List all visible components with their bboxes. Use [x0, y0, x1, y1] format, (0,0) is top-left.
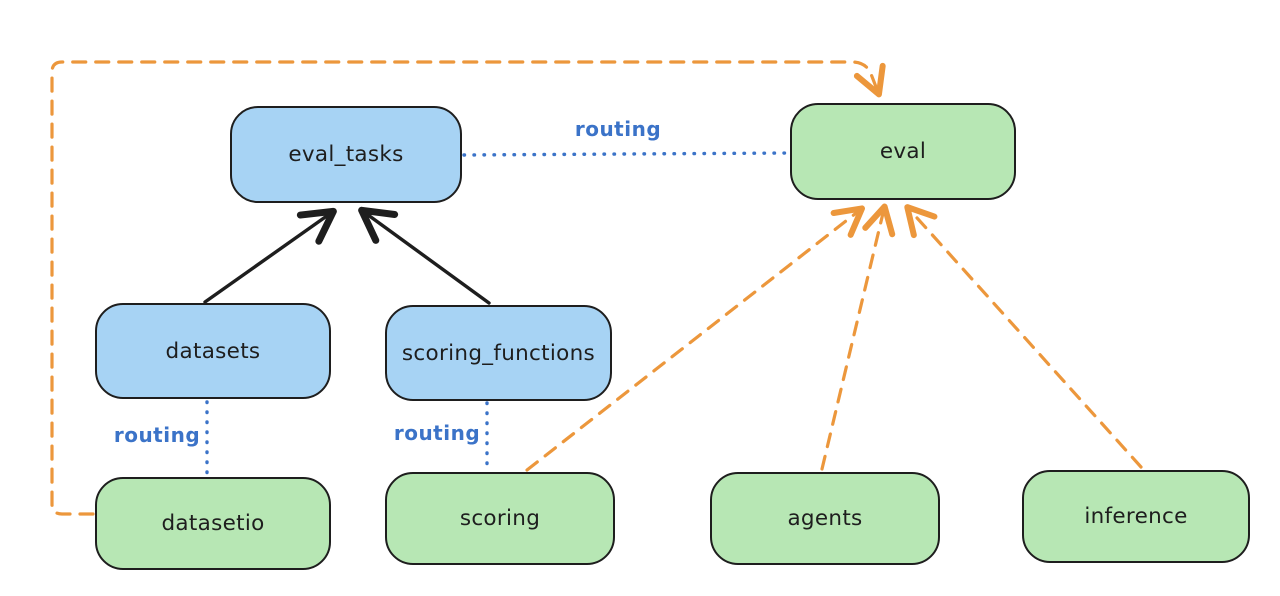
node-scoring-functions: scoring_functions — [385, 305, 612, 401]
node-datasets: datasets — [95, 303, 331, 399]
node-scoring-label: scoring — [459, 506, 541, 531]
node-datasets-label: datasets — [165, 338, 261, 364]
edge-scoring-functions-to-eval-tasks — [358, 206, 491, 305]
node-eval: eval — [790, 103, 1016, 200]
node-scoring: scoring — [385, 472, 615, 565]
node-scoring-functions-label: scoring_functions — [401, 340, 596, 366]
node-datasetio-label: datasetio — [161, 511, 265, 536]
edge-label-routing-eval-tasks-eval: routing — [574, 117, 662, 141]
node-agents: agents — [710, 472, 940, 565]
node-eval-tasks-label: eval_tasks — [288, 142, 404, 167]
node-inference-label: inference — [1084, 504, 1188, 529]
edge-label-routing-datasets-datasetio: routing — [113, 423, 201, 447]
node-agents-label: agents — [787, 506, 863, 531]
edge-eval-tasks-routing-eval — [462, 151, 789, 157]
edge-scoring-to-eval — [525, 205, 865, 472]
edge-inference-to-eval — [904, 204, 1143, 469]
edge-datasetio-to-eval-loop — [50, 60, 886, 516]
node-inference: inference — [1022, 470, 1250, 563]
node-datasetio: datasetio — [95, 477, 331, 570]
node-eval-label: eval — [879, 139, 927, 164]
edge-label-routing-scoring-functions-scoring: routing — [393, 421, 481, 445]
edge-agents-to-eval — [820, 203, 896, 471]
edge-datasets-to-eval-tasks — [203, 207, 337, 304]
node-eval-tasks: eval_tasks — [230, 106, 462, 203]
